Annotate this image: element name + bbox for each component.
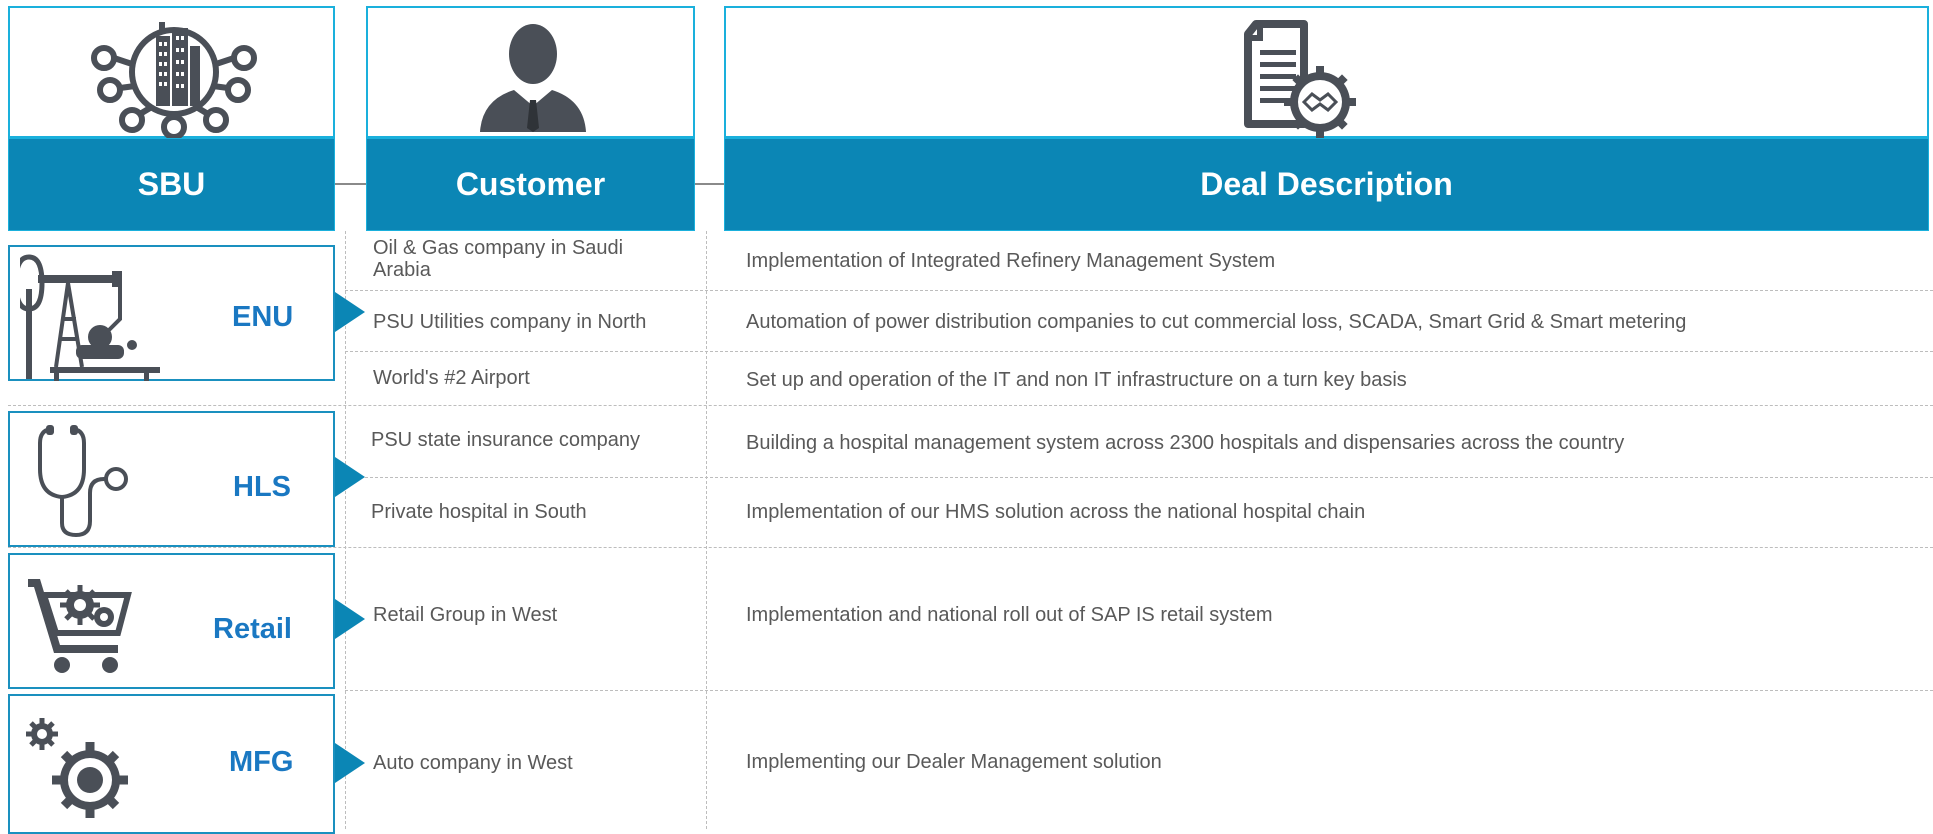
customer-cell: Oil & Gas company in Saudi Arabia <box>373 237 624 281</box>
customer-icon-box <box>366 6 695 138</box>
sbu-label-mfg: MFG <box>229 746 294 778</box>
customer-cell: PSU state insurance company <box>371 429 641 451</box>
deal-description-cell: Building a hospital management system ac… <box>746 432 1625 454</box>
network-building-icon <box>91 22 257 140</box>
cart-gears-icon <box>28 579 132 673</box>
deal-description-cell: Implementation and national roll out of … <box>746 604 1273 626</box>
sbu-box-enu: ENU <box>8 245 335 381</box>
grid-divider <box>8 547 1933 548</box>
header-connector <box>335 183 366 185</box>
gears-icon <box>26 718 128 818</box>
deal-description-cell: Implementing our Dealer Management solut… <box>746 751 1162 773</box>
deal-description-cell: Implementation of Integrated Refinery Ma… <box>746 250 1276 272</box>
grid-divider <box>345 231 346 829</box>
sbu-pointer-arrow <box>335 743 365 783</box>
oil-pump-icon <box>20 254 160 381</box>
customer-cell: PSU Utilities company in North <box>373 311 647 333</box>
sbu-pointer-arrow <box>335 457 365 497</box>
customer-cell: Retail Group in West <box>373 604 558 626</box>
sbu-label-hls: HLS <box>233 471 291 503</box>
sbu-pointer-arrow <box>335 599 365 639</box>
sbu-icon-box <box>8 6 335 140</box>
businessman-icon <box>480 24 586 132</box>
customer-cell: World's #2 Airport <box>373 367 530 389</box>
grid-divider <box>706 231 707 829</box>
sbu-box-mfg: MFG <box>8 694 335 834</box>
header-sbu: SBU <box>8 138 335 231</box>
sbu-label-retail: Retail <box>213 613 292 645</box>
customer-cell: Auto company in West <box>373 752 573 774</box>
sbu-label-enu: ENU <box>232 301 294 333</box>
deal-icon-box <box>724 6 1929 138</box>
header-deal-description: Deal Description <box>724 138 1929 231</box>
grid-divider <box>345 351 1933 352</box>
deal-description-cell: Automation of power distribution compani… <box>746 311 1687 333</box>
header-connector <box>695 183 724 185</box>
grid-divider <box>345 477 1933 478</box>
grid-divider <box>345 690 1933 691</box>
sbu-pointer-arrow <box>335 292 365 332</box>
grid-divider <box>8 405 1933 406</box>
grid-divider <box>345 290 1933 291</box>
header-customer: Customer <box>366 138 695 231</box>
sbu-box-retail: Retail <box>8 553 335 689</box>
stethoscope-icon <box>38 425 128 538</box>
customer-cell: Private hospital in South <box>371 501 587 523</box>
contract-handshake-icon <box>1244 20 1356 138</box>
deal-description-cell: Implementation of our HMS solution acros… <box>746 501 1366 523</box>
deal-description-cell: Set up and operation of the IT and non I… <box>746 369 1407 391</box>
sbu-box-hls: HLS <box>8 411 335 547</box>
